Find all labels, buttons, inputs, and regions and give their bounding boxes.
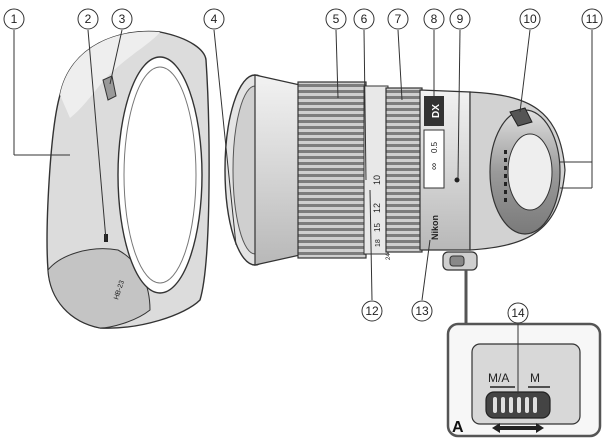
leader-9 — [457, 29, 461, 179]
focus-ring[interactable] — [385, 87, 423, 253]
distance-scale-window — [423, 129, 445, 189]
cpu-contacts — [504, 150, 507, 202]
hood-petal-bottom-shade — [47, 248, 151, 329]
leader-13 — [421, 239, 431, 301]
callout-12-number: 12 — [365, 304, 379, 318]
focus-mode-switch-knob-small — [449, 255, 465, 267]
callout-10: 10 — [519, 8, 541, 30]
distance-value: 0.5 — [430, 141, 439, 153]
focal-mark-18: 18 — [375, 239, 382, 247]
callout-5-number: 5 — [333, 12, 340, 26]
focal-mark-24: 24 — [386, 253, 392, 260]
hood-petal-top-shade — [60, 31, 160, 118]
callout-7-number: 7 — [395, 12, 402, 26]
callout-3-number: 3 — [119, 12, 126, 26]
callout-2-number: 2 — [85, 12, 92, 26]
lens-front-barrel — [254, 74, 301, 266]
callout-7: 7 — [387, 8, 409, 30]
callout-4-number: 4 — [211, 12, 218, 26]
callout-10-number: 10 — [523, 12, 537, 26]
hood-inner-rim — [123, 66, 197, 284]
callout-14-number: 14 — [511, 306, 525, 320]
mode-label-ma: M/A — [488, 371, 509, 385]
inset-label-a: A — [452, 419, 464, 436]
focal-mark-10: 10 — [372, 175, 382, 185]
distance-infinity: ∞ — [429, 163, 440, 170]
callout-1-number: 1 — [11, 12, 18, 26]
slide-direction-arrow-icon — [492, 423, 544, 433]
callout-11-number: 11 — [586, 12, 599, 26]
callout-3: 3 — [111, 8, 133, 30]
callout-4: 4 — [203, 8, 225, 30]
leader-4 — [213, 29, 237, 246]
brand-text: Nikon — [430, 215, 440, 240]
callout-13: 13 — [411, 300, 433, 322]
focal-mark-12: 12 — [372, 203, 382, 213]
callout-6: 6 — [353, 8, 375, 30]
callout-13-number: 13 — [415, 304, 429, 318]
callout-12: 12 — [361, 300, 383, 322]
lens-body: 10 12 15 18 24 ∞ 0.5 DX Nikon — [224, 74, 566, 271]
callout-8-number: 8 — [431, 12, 438, 26]
lens-mounting-index — [454, 177, 460, 183]
callout-9-number: 9 — [457, 12, 464, 26]
leader-7 — [397, 29, 403, 101]
leader-12 — [369, 189, 373, 301]
callouts: 1 2 3 4 5 6 7 8 — [3, 8, 603, 324]
inset-panel-a: M/A M A — [446, 270, 602, 438]
callout-14: 14 — [507, 302, 529, 324]
leader-6 — [363, 29, 367, 181]
zoom-ring[interactable] — [297, 81, 367, 259]
leader-lines — [13, 29, 593, 394]
dx-text: DX — [431, 104, 442, 118]
callout-5: 5 — [325, 8, 347, 30]
leader-5 — [335, 29, 339, 99]
dx-badge — [424, 96, 444, 126]
callout-8: 8 — [423, 8, 445, 30]
callout-9: 9 — [449, 8, 471, 30]
slider-grip-ribs — [493, 397, 537, 413]
leader-3 — [109, 29, 123, 85]
hood-inner-opening — [117, 56, 203, 294]
lens-hood: HB-23 — [46, 30, 210, 329]
rear-lens-element — [507, 133, 553, 211]
focal-mark-15: 15 — [373, 223, 382, 232]
focal-length-scale-band — [363, 85, 389, 255]
callout-1: 1 — [3, 8, 25, 30]
hood-bayonet-tab — [102, 75, 117, 101]
leader-10 — [519, 29, 531, 113]
callout-6-number: 6 — [361, 12, 368, 26]
leader-2 — [87, 29, 107, 241]
callout-2: 2 — [77, 8, 99, 30]
callout-11: 11 — [581, 8, 603, 30]
mode-label-m: M — [530, 371, 540, 385]
